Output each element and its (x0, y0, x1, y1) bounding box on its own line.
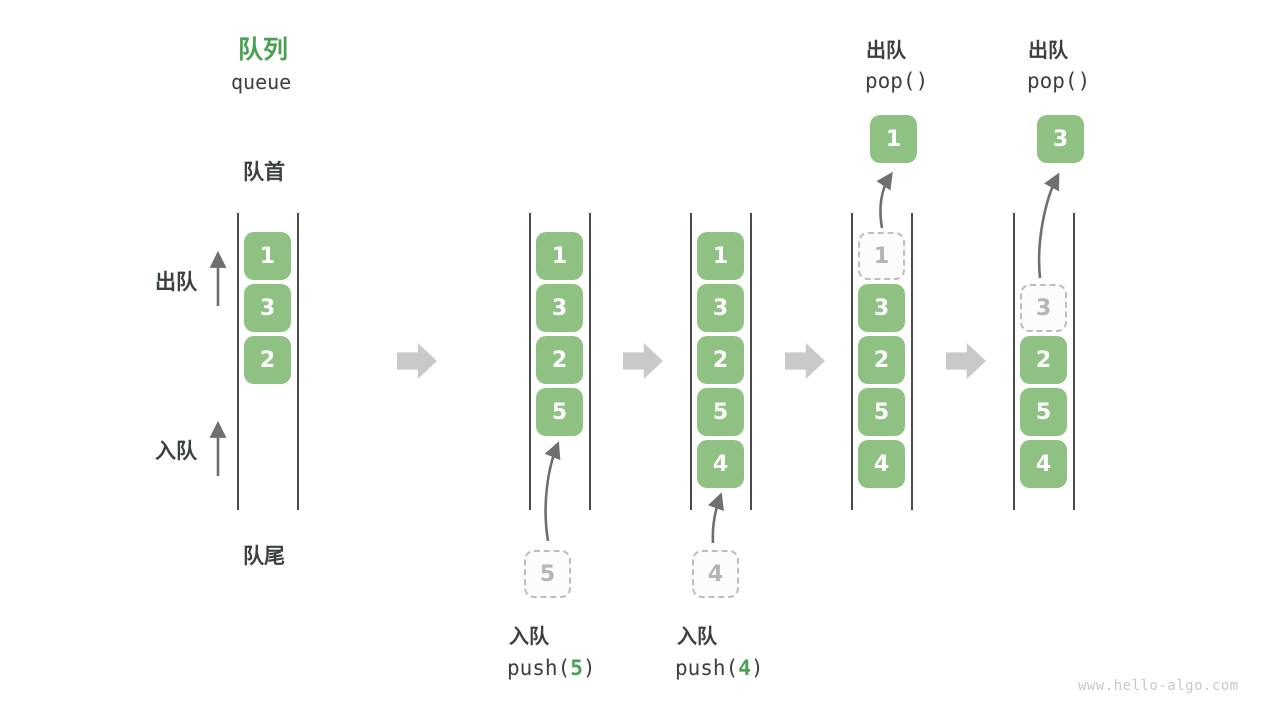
queue-wall-left (1013, 213, 1015, 510)
removed-element: 3 (1020, 284, 1067, 332)
popped-element: 3 (1037, 115, 1084, 163)
code-pre: push( (507, 656, 571, 680)
queue-element: 4 (697, 440, 744, 488)
queue-wall-left (851, 213, 853, 510)
queue-wall-right (750, 213, 752, 510)
transition-arrow-icon (623, 343, 663, 379)
queue-element: 1 (536, 232, 583, 280)
queue-wall-right (297, 213, 299, 510)
queue-element: 5 (536, 388, 583, 436)
queue-element: 2 (1020, 336, 1067, 384)
queue-element: 1 (244, 232, 291, 280)
queue-wall-right (911, 213, 913, 510)
op-label-enqueue: 入队 (677, 626, 717, 648)
push4-arrow-icon (708, 492, 724, 544)
label-queue-front: 队首 (243, 161, 285, 184)
code-pre: push( (675, 656, 739, 680)
removed-element: 1 (858, 232, 905, 280)
op-label-enqueue: 入队 (509, 626, 549, 648)
queue-element: 3 (697, 284, 744, 332)
queue-wall-left (529, 213, 531, 510)
label-dequeue-side: 出队 (155, 271, 197, 294)
code-post: ) (750, 656, 764, 680)
queue-element: 4 (858, 440, 905, 488)
code-arg: 5 (570, 656, 583, 680)
queue-element: 3 (536, 284, 583, 332)
op-code-push5: push(5) (507, 656, 596, 680)
code-arg: 4 (738, 656, 751, 680)
popped-element: 1 (870, 115, 917, 163)
queue-wall-left (690, 213, 692, 510)
push5-arrow-icon (544, 441, 561, 542)
queue-element: 2 (858, 336, 905, 384)
staged-element: 5 (524, 550, 571, 598)
queue-element: 5 (858, 388, 905, 436)
watermark: www.hello-algo.com (1078, 678, 1239, 694)
queue-element: 3 (858, 284, 905, 332)
op-code-pop: pop() (865, 69, 929, 93)
transition-arrow-icon (785, 343, 825, 379)
pop3-arrow-icon (1037, 172, 1060, 279)
queue-element: 2 (536, 336, 583, 384)
transition-arrow-icon (946, 343, 986, 379)
code-post: ) (582, 656, 596, 680)
pop1-arrow-icon (876, 171, 893, 229)
label-enqueue-side: 入队 (155, 440, 197, 463)
queue-element: 3 (244, 284, 291, 332)
queue-element: 2 (697, 336, 744, 384)
staged-element: 4 (692, 550, 739, 598)
queue-element: 5 (697, 388, 744, 436)
queue-element: 2 (244, 336, 291, 384)
transition-arrow-icon (397, 343, 437, 379)
queue-wall-left (237, 213, 239, 510)
queue-element: 4 (1020, 440, 1067, 488)
diagram-title-en: queue (231, 70, 292, 94)
op-code-push4: push(4) (675, 656, 764, 680)
diagram-title-zh: 队列 (238, 36, 289, 64)
queue-wall-right (589, 213, 591, 510)
op-code-pop: pop() (1027, 69, 1091, 93)
label-queue-rear: 队尾 (243, 545, 285, 568)
queue-wall-right (1073, 213, 1075, 510)
queue-element: 1 (697, 232, 744, 280)
queue-element: 5 (1020, 388, 1067, 436)
op-label-dequeue: 出队 (1028, 40, 1068, 62)
op-label-dequeue: 出队 (866, 40, 906, 62)
